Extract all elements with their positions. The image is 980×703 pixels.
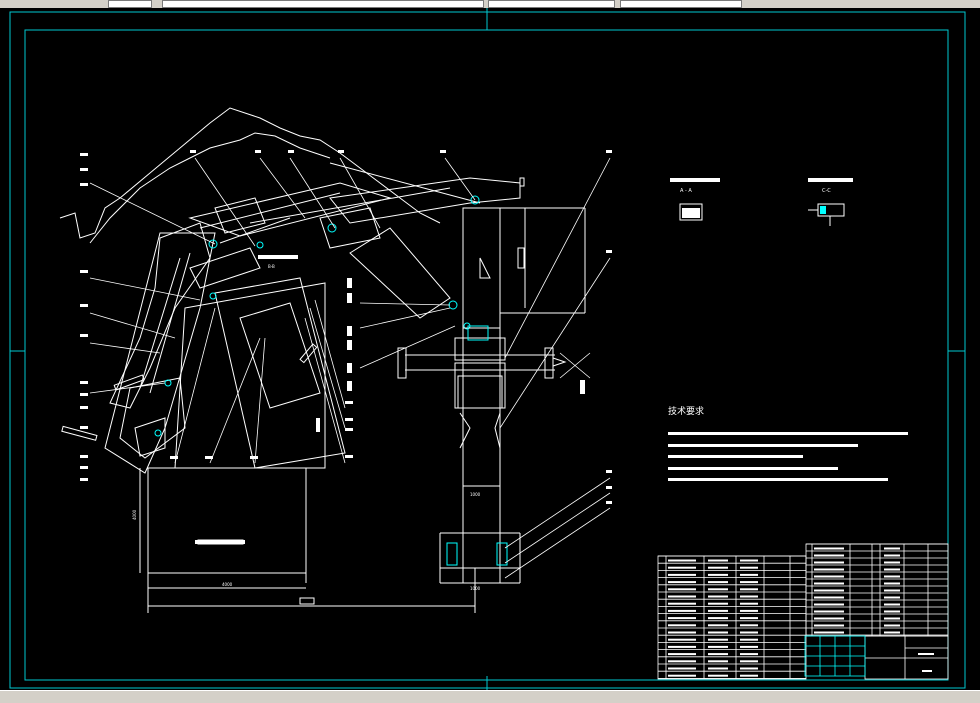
view-a-a-label: A - A [680, 188, 692, 194]
leader-lines [89, 157, 611, 579]
plotstyle-dropdown[interactable] [620, 0, 742, 8]
dim-left: 4000 [132, 509, 137, 520]
status-bar [0, 690, 980, 703]
column-mechanism [397, 177, 591, 584]
technical-notes: 技术要求 [668, 405, 908, 481]
joint-markers [154, 195, 480, 437]
dim-bottom: 4000 [222, 582, 233, 587]
linetype-dropdown[interactable] [162, 0, 484, 8]
section-views: A - A C-C B-B [195, 178, 853, 544]
dim-right-bottom: 1000 [470, 586, 481, 591]
arm-assembly-view [59, 107, 521, 474]
dim-right-mid: 1000 [470, 492, 481, 497]
notes-heading: 技术要求 [668, 405, 704, 417]
layer-dropdown[interactable] [108, 0, 152, 8]
dimension-texts: 4000 4000 1000 1000 [132, 492, 481, 591]
drawing-canvas[interactable]: 4000 4000 1000 1000 A - A C-C B-B 技术要求 [0, 8, 980, 690]
title-block [657, 543, 949, 680]
title-block-highlights [804, 635, 866, 677]
sheet-frame [9, 8, 966, 690]
lineweight-dropdown[interactable] [488, 0, 615, 8]
column-cylinders [446, 325, 508, 566]
callout-labels [80, 150, 612, 504]
drawing-svg[interactable]: 4000 4000 1000 1000 A - A C-C B-B 技术要求 [0, 8, 980, 690]
view-c-c-label: C-C [822, 188, 831, 194]
view-b-b-label: B-B [268, 264, 275, 269]
room-outline [139, 467, 476, 613]
